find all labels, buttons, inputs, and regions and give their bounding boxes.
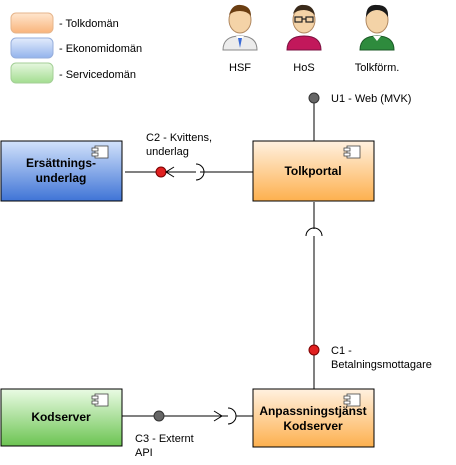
actor-label-hsf: HSF (229, 62, 251, 74)
c1-socket (305, 227, 323, 237)
interface-label-c3-line1: C3 - Externt (135, 433, 194, 445)
component-tolkportal: Tolkportal (252, 140, 375, 202)
component-label-underlag: underlag (36, 171, 87, 185)
component-label-kodserver: Kodserver (31, 410, 91, 424)
legend: - Tolkdomän - Ekonomidomän - Servicedomä… (10, 12, 142, 84)
interface-label-c1-line1: C1 - (331, 345, 352, 357)
actor-label-hos: HoS (293, 62, 314, 74)
c1-interface-ball (308, 344, 320, 356)
person-with-glasses-icon (286, 4, 322, 51)
c2-arrow-head (165, 166, 175, 178)
component-label-ersattnings: Ersättnings- (26, 156, 96, 170)
interface-label-u1: U1 - Web (MVK) (331, 93, 411, 105)
legend-label-ekonomidoman: - Ekonomidomän (59, 43, 142, 55)
person-icon (222, 4, 258, 51)
c3-interface-ball (153, 410, 165, 422)
component-kodserver: Kodserver (0, 388, 123, 447)
actor-label-tolkform: Tolkförm. (355, 62, 400, 74)
connectors (122, 102, 323, 425)
c2-interface-ball (155, 166, 167, 178)
component-icon (343, 393, 361, 407)
legend-swatch-tolkdoman (10, 12, 54, 34)
component-anpassningstjanst: Anpassningstjänst Kodserver (252, 388, 375, 448)
actor-hos: HoS (286, 4, 322, 74)
c2-socket (195, 163, 205, 181)
actor-hsf: HSF (222, 4, 258, 74)
person-icon (359, 4, 395, 51)
component-label-tolkportal: Tolkportal (284, 164, 341, 178)
interface-label-c2-line1: C2 - Kvittens, (146, 132, 212, 144)
legend-swatch-ekonomidoman (10, 37, 54, 59)
component-ersattningsunderlag: Ersättnings- underlag (0, 140, 123, 202)
interface-label-c1-line2: Betalningsmottagare (331, 359, 432, 371)
component-label-anpassning-kodserver: Kodserver (283, 419, 343, 433)
legend-label-tolkdoman: - Tolkdomän (59, 18, 119, 30)
component-icon (91, 393, 109, 407)
component-label-anpassningstjanst: Anpassningstjänst (259, 404, 366, 418)
interface-label-c3-line2: API (135, 447, 153, 459)
component-icon (343, 145, 361, 159)
component-icon (91, 145, 109, 159)
interface-label-c2-line2: underlag (146, 146, 189, 158)
actor-tolkform: Tolkförm. (355, 4, 400, 74)
legend-label-servicedoman: - Servicedomän (59, 69, 136, 81)
u1-interface-lollipop (308, 92, 320, 104)
legend-swatch-servicedoman (10, 62, 54, 84)
c3-socket (227, 407, 237, 425)
c3-arrow-head (213, 410, 223, 422)
